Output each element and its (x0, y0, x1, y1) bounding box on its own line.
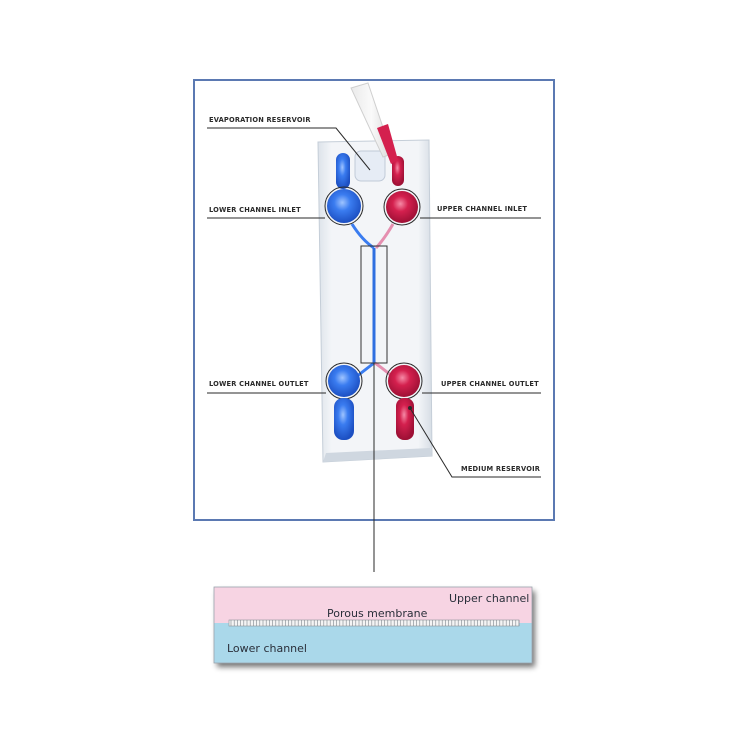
evaporation-reservoir-right (392, 156, 404, 186)
porous-membrane (228, 619, 520, 627)
leader-lines (207, 127, 541, 572)
label-lower-channel-inlet: LOWER CHANNEL INLET (209, 205, 301, 214)
lower-channel-region (214, 623, 532, 663)
cross-section-border (213, 586, 533, 664)
upper-channel-inlet-well (386, 191, 418, 223)
upper-channel-inlet-ring (383, 188, 421, 226)
pipette-red-fluid (377, 124, 398, 164)
lower-channel-outlet-well (328, 365, 360, 397)
label-porous-membrane: Porous membrane (327, 607, 428, 620)
leader-medium (409, 407, 541, 478)
leader-evaporation (207, 127, 371, 171)
chip-body-edge (323, 448, 432, 462)
label-lower-channel: Lower channel (227, 642, 307, 655)
upper-channel-outlet-well (388, 365, 420, 397)
lower-channel-path-inlet (350, 223, 375, 250)
label-upper-channel: Upper channel (449, 592, 530, 605)
label-evaporation-reservoir: EVAPORATION RESERVOIR (209, 115, 311, 124)
label-upper-channel-inlet: UPPER CHANNEL INLET (437, 204, 528, 213)
label-medium-reservoir: MEDIUM RESERVOIR (461, 464, 541, 473)
label-upper-channel-outlet: UPPER CHANNEL OUTLET (441, 379, 539, 388)
evaporation-reservoir-left (336, 153, 350, 189)
lower-medium-reservoir (334, 398, 354, 440)
evaporation-reservoir-mid (354, 150, 386, 182)
upper-channel-region (214, 587, 532, 623)
lower-channel-inlet-ring (324, 186, 364, 226)
cross-section-group (214, 587, 532, 663)
label-lower-channel-outlet: LOWER CHANNEL OUTLET (209, 379, 309, 388)
lower-channel-inlet-well (327, 189, 361, 223)
upper-medium-reservoir (396, 398, 414, 440)
